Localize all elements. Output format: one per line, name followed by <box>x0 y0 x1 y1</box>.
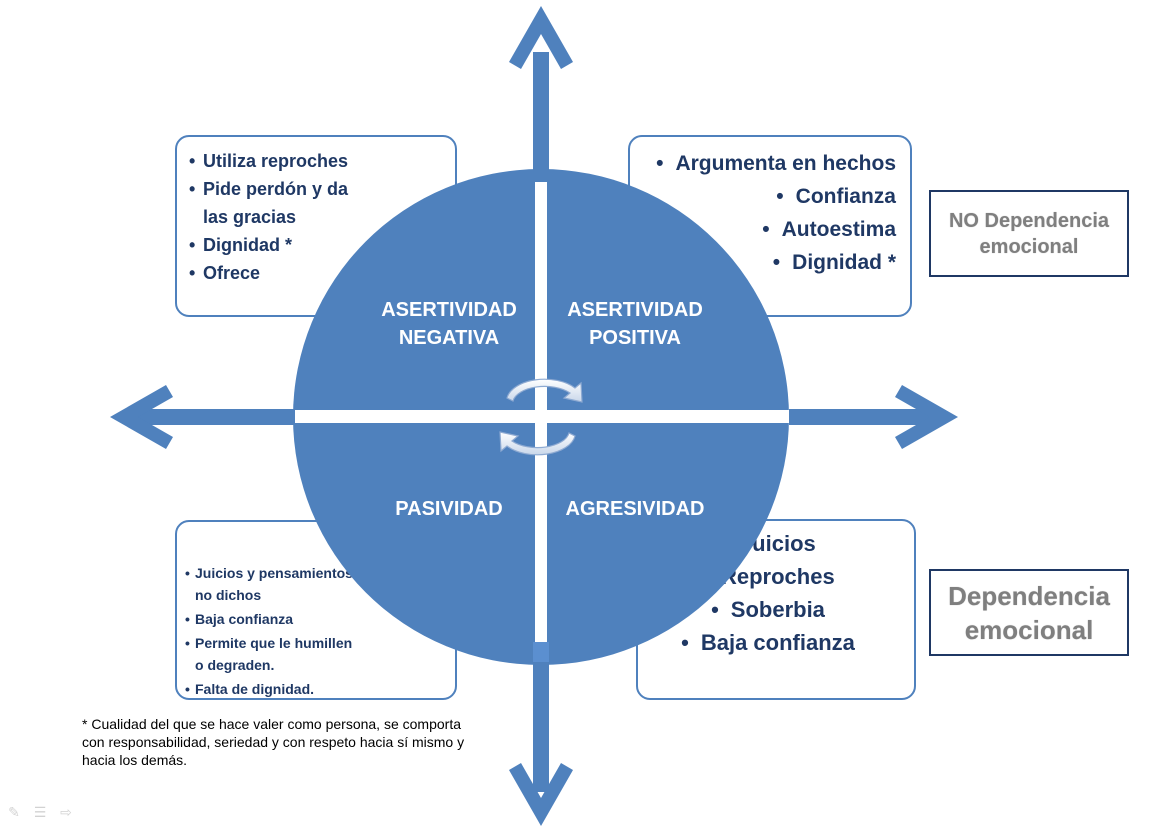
list-pasividad: Juicios y pensamientos no dichos Baja co… <box>177 522 455 700</box>
list-item-text: Autoestima <box>781 218 896 241</box>
list-item: Juicios y pensamientos no dichos <box>185 562 355 606</box>
list-item: Pide perdón y da las gracias <box>189 175 353 231</box>
list-item-text: Reproches <box>720 564 835 589</box>
list-item: •Argumenta en hechos <box>656 152 896 175</box>
horizontal-divider <box>290 410 792 423</box>
label-no-dependencia-emocional: NO Dependencia emocional <box>929 190 1129 277</box>
list-item: Dignidad * <box>189 231 353 259</box>
list-item-text: Dignidad * <box>792 251 896 274</box>
list-item: Baja confianza <box>185 608 355 630</box>
list-item: Permite que le humillen o degraden. <box>185 632 355 676</box>
list-item: •Autoestima <box>762 218 896 241</box>
cycle-arrows-icon <box>499 378 583 456</box>
list-item: •Dignidad * <box>772 251 896 274</box>
list-item-text: Confianza <box>795 185 896 208</box>
list-item-text: Argumenta en hechos <box>675 152 896 175</box>
arrow-up-icon <box>509 6 573 182</box>
quadrant-label-asertividad-negativa: ASERTIVIDAD NEGATIVA <box>381 299 517 349</box>
pen-icon[interactable]: ✎ <box>8 804 20 820</box>
list-item: Falta de dignidad. <box>185 678 355 700</box>
label-dependencia-emocional: Dependencia emocional <box>929 569 1129 656</box>
footnote: * Cualidad del que se hace valer como pe… <box>82 716 465 768</box>
list-item: •Reproches <box>638 560 898 593</box>
arrow-down-icon <box>509 642 573 826</box>
list-item: •Confianza <box>776 185 896 208</box>
list-item: Utiliza reproches <box>189 147 353 175</box>
list-item: •Soberbia <box>711 597 825 622</box>
list-asertividad-negativa: Utiliza reproches Pide perdón y da las g… <box>177 137 455 287</box>
list-item: Ofrece <box>189 259 353 287</box>
arrow-left-icon <box>110 385 295 449</box>
slide-controls: ✎ ☰ ⇨ <box>6 804 74 820</box>
list-item-text: Baja confianza <box>700 630 855 655</box>
list-item: •Baja confianza <box>681 630 855 655</box>
list-asertividad-positiva: •Argumenta en hechos •Confianza •Autoest… <box>630 137 910 279</box>
list-item-text: Soberbia <box>730 597 825 622</box>
menu-icon[interactable]: ☰ <box>33 804 47 820</box>
next-arrow-icon[interactable]: ⇨ <box>60 804 72 820</box>
quadrant-label-pasividad: PASIVIDAD <box>395 498 503 520</box>
quadrant-label-asertividad-positiva: ASERTIVIDAD POSITIVA <box>567 299 703 349</box>
arrow-right-icon <box>789 385 958 449</box>
quadrant-label-agresividad: AGRESIVIDAD <box>565 498 705 520</box>
